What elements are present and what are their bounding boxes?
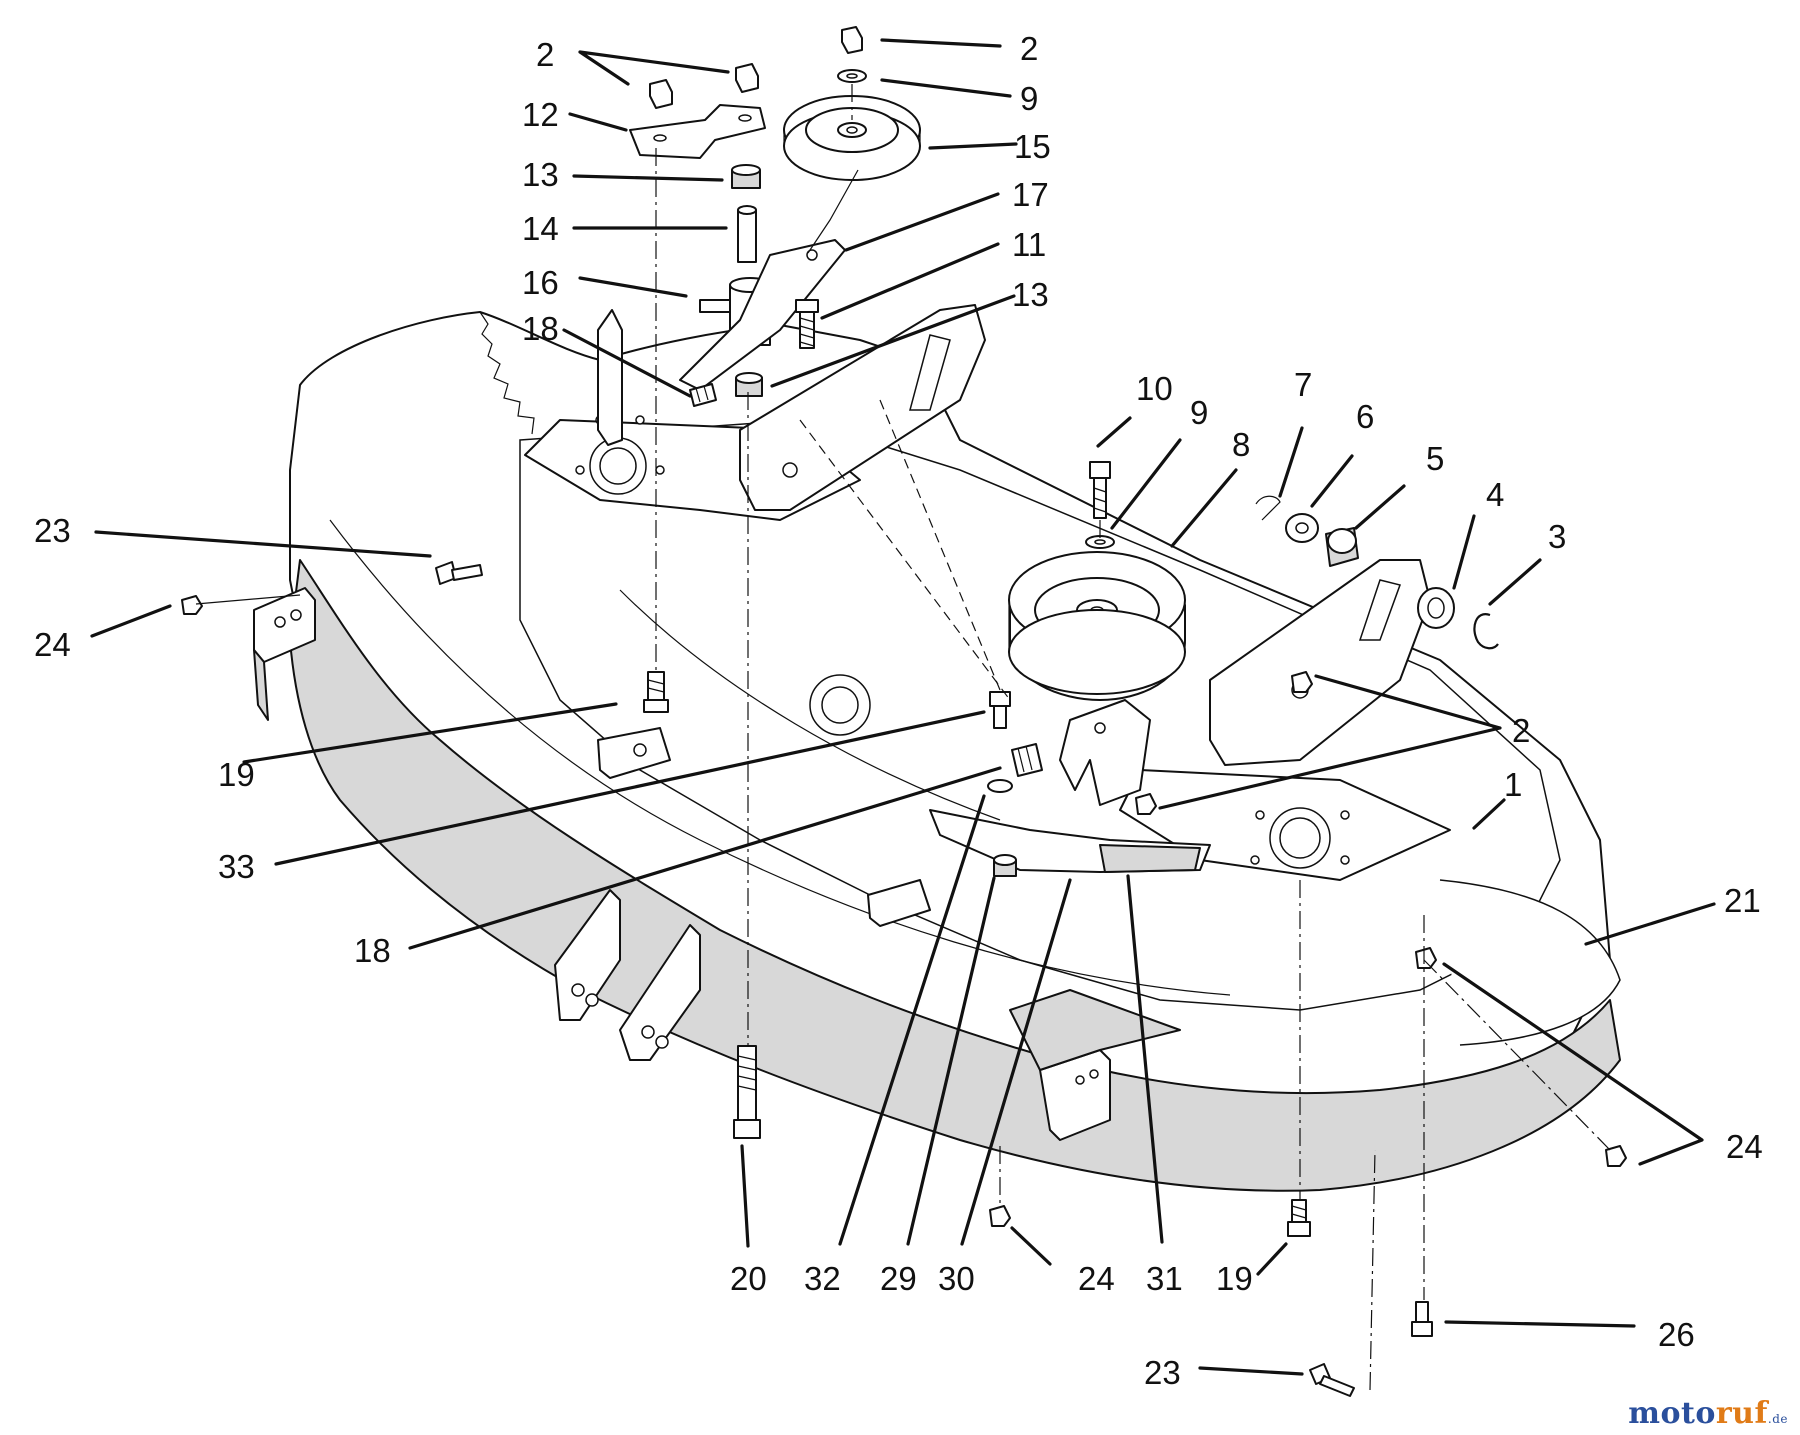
nut-24-left: [181, 595, 203, 615]
callout-18: 18: [354, 932, 391, 969]
washer-32: [987, 779, 1013, 793]
callout-9: 9: [1190, 394, 1208, 431]
callout-2: 2: [1512, 712, 1530, 749]
hairpin-7: [1255, 495, 1281, 521]
bolt-26: [1411, 1301, 1433, 1337]
callout-2: 2: [1020, 30, 1038, 67]
bolt-19-right: [1287, 1199, 1311, 1237]
watermark-part1: moto: [1628, 1396, 1716, 1431]
nut-24-right-top: [1415, 947, 1437, 969]
front-center-bracket: [1009, 989, 1181, 1141]
leader-lines: [90, 38, 1716, 1376]
bolt-11: [795, 299, 819, 349]
callout-11: 11: [1012, 226, 1046, 263]
nut-2-top-right: [841, 26, 863, 54]
idler-arm-17: [679, 239, 846, 391]
callout-17: 17: [1012, 176, 1049, 213]
callout-8: 8: [1232, 426, 1250, 463]
callout-23: 23: [34, 512, 71, 549]
bracket-left-vertical: [253, 587, 316, 721]
bolt-33: [989, 691, 1011, 729]
callout-12: 12: [522, 96, 559, 133]
callout-24: 24: [1078, 1260, 1115, 1297]
nut-24-bottom-center: [989, 1205, 1011, 1227]
washer-6: [1285, 513, 1319, 543]
callout-1: 1: [1504, 766, 1522, 803]
callout-14: 14: [522, 210, 559, 247]
callout-24: 24: [34, 626, 71, 663]
idler-pulley-15: [783, 95, 921, 181]
front-hitch-bracket-left: [554, 889, 621, 1021]
callout-20: 20: [730, 1260, 767, 1297]
nut-2-top-mid: [735, 63, 759, 93]
spindle-pulley-8: [1008, 551, 1186, 701]
pulley-u-bracket: [1059, 699, 1151, 806]
bolt-20: [733, 1045, 761, 1139]
motoruf-watermark: motoruf.de: [1628, 1396, 1788, 1431]
callout-26: 26: [1658, 1316, 1695, 1353]
nut-24-right-bottom: [1605, 1145, 1627, 1167]
bolt-10: [1089, 461, 1111, 519]
spring-18-top: [689, 383, 717, 407]
slotted-bracket-left: [739, 304, 986, 511]
callout-33: 33: [218, 848, 255, 885]
nut-2-center: [1135, 793, 1157, 815]
spring-18-lower: [1011, 743, 1043, 777]
watermark-part2: ruf: [1715, 1396, 1768, 1431]
callout-23: 23: [1144, 1354, 1181, 1391]
callout-16: 16: [522, 264, 559, 301]
callout-13: 13: [1012, 276, 1049, 313]
callout-2: 2: [536, 36, 554, 73]
spacer-14: [737, 205, 757, 263]
nut-2-right-bracket: [1291, 671, 1313, 693]
deck-clip-left: [597, 727, 671, 779]
mower-deck-housing: [289, 311, 1621, 1192]
carriage-bolt-23-left: [435, 561, 483, 585]
deck-tear-flange: [597, 309, 623, 446]
callout-9: 9: [1020, 80, 1038, 117]
nut-2-top-left: [649, 79, 673, 109]
carriage-bolt-23-bottom: [1309, 1363, 1355, 1397]
callout-15: 15: [1014, 128, 1051, 165]
washer-9-top: [837, 69, 867, 83]
callout-6: 6: [1356, 398, 1374, 435]
bracket-12: [629, 104, 766, 159]
callout-21: 21: [1724, 882, 1761, 919]
watermark-suffix: .de: [1767, 1412, 1788, 1426]
callout-32: 32: [804, 1260, 841, 1297]
callout-labels: 2 2 9 12 15 13 17 14 11 16 13 18 10 9 8 …: [34, 30, 1763, 1391]
washer-4: [1417, 587, 1455, 629]
callout-31: 31: [1146, 1260, 1183, 1297]
callout-19: 19: [1216, 1260, 1253, 1297]
callout-10: 10: [1136, 370, 1173, 407]
callout-29: 29: [880, 1260, 917, 1297]
callout-7: 7: [1294, 366, 1312, 403]
retaining-ring-3: [1473, 613, 1499, 650]
callout-13: 13: [522, 156, 559, 193]
callout-24: 24: [1726, 1128, 1763, 1165]
callout-18: 18: [522, 310, 559, 347]
slotted-idler-bracket-right: [1209, 559, 1431, 766]
callout-19: 19: [218, 756, 255, 793]
bushing-29: [993, 854, 1017, 877]
bolt-19-left: [643, 671, 669, 713]
callout-3: 3: [1548, 518, 1566, 555]
callout-5: 5: [1426, 440, 1444, 477]
bushing-13-lower: [735, 372, 763, 397]
bushing-13-top: [731, 164, 761, 189]
callout-30: 30: [938, 1260, 975, 1297]
assembly-centerlines: [195, 84, 1611, 1391]
front-hitch-bracket-right: [619, 924, 701, 1061]
deck-clip-center: [867, 879, 931, 927]
bushing-5: [1325, 527, 1359, 567]
callout-4: 4: [1486, 476, 1504, 513]
